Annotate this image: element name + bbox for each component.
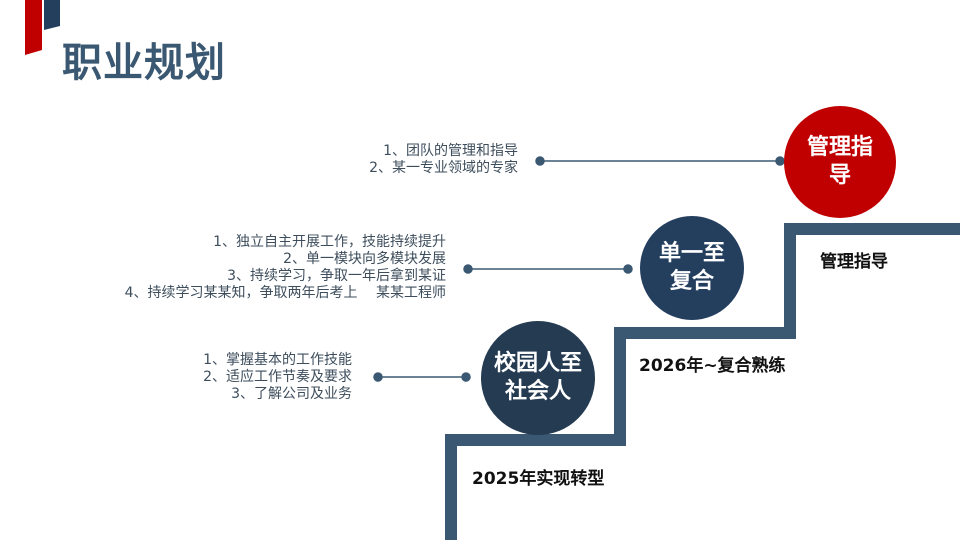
list-item: 1、团队的管理和指导 [383,143,518,159]
circle-text: 社会人 [504,379,571,404]
connector-lines [373,156,785,382]
list-item: 1、独立自主开展工作，技能持续提升 [213,234,446,250]
circle-text: 单一至 [658,241,725,266]
stage-label-management: 管理指导 [820,252,888,272]
stage-label-transition: 2025年实现转型 [472,469,605,489]
stage-circle-composite: 单一至复合 [640,216,744,320]
stage-label-composite: 2026年~复合熟练 [639,356,786,376]
list-item: 3、持续学习，争取一年后拿到某证 [227,268,446,284]
list-item: 4、持续学习某某知，争取两年后考上 某某工程师 [124,285,446,301]
logo-red-bar [25,0,42,55]
page-title: 职业规划 [62,40,226,86]
list-item: 2、单一模块向多模块发展 [283,251,446,267]
stage-items-management: 1、团队的管理和指导 2、某一专业领域的专家 [369,143,518,177]
circle-text: 管理指 [806,135,873,160]
stage-circle-transition: 校园人至社会人 [481,321,595,435]
circle-text: 导 [828,163,851,188]
list-item: 2、适应工作节奏及要求 [203,369,352,385]
list-item: 3、了解公司及业务 [231,386,352,402]
stair-line [445,223,960,540]
stage-circle-management: 管理指导 [784,106,896,218]
list-item: 1、掌握基本的工作技能 [203,352,352,368]
circle-text: 校园人至 [493,351,582,376]
circle-text: 复合 [669,269,714,294]
logo-navy-bar [44,0,60,30]
stage-items-transition: 1、掌握基本的工作技能 2、适应工作节奏及要求 3、了解公司及业务 [203,352,352,403]
stage-items-composite: 1、独立自主开展工作，技能持续提升 2、单一模块向多模块发展 3、持续学习，争取… [125,234,446,302]
list-item: 2、某一专业领域的专家 [369,160,518,176]
